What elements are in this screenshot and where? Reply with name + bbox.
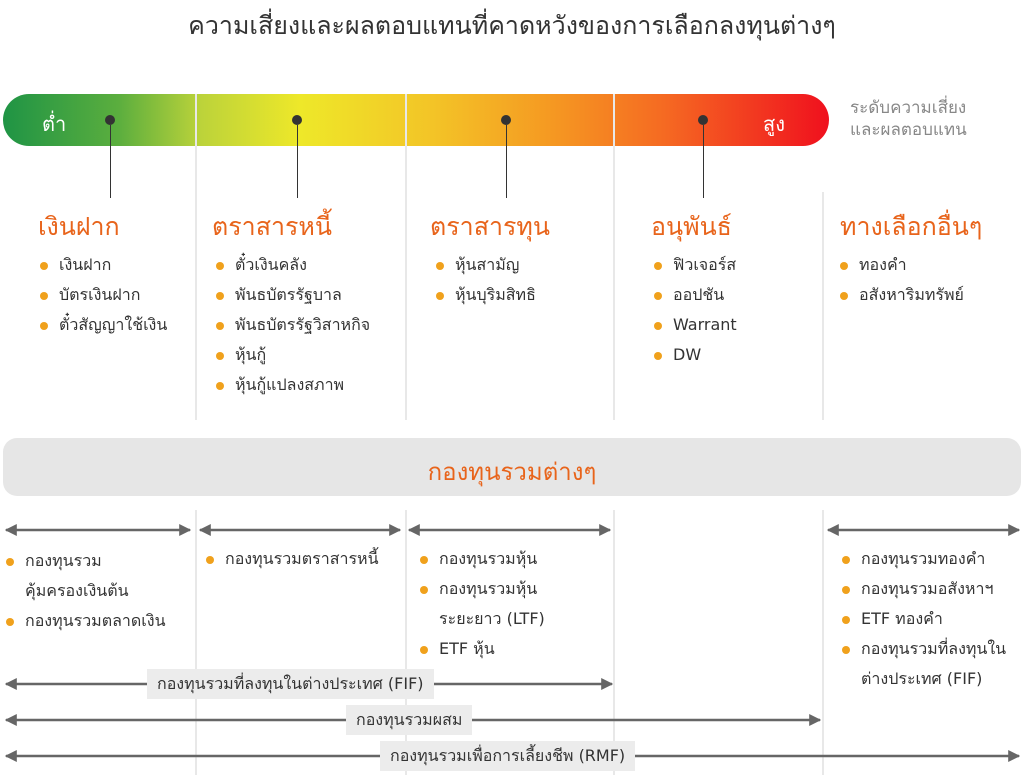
list-item: Warrant (654, 310, 737, 340)
list-item: อสังหาริมทรัพย์ (840, 280, 964, 310)
list-item: ตั๋วสัญญาใช้เงิน (40, 310, 167, 340)
column-separator (195, 510, 197, 775)
list-item: ออปชัน (654, 280, 737, 310)
risk-axis-label: ระดับความเสี่ยง และผลตอบแทน (850, 97, 1020, 141)
column-separator (405, 510, 407, 775)
list-item: ทองคำ (840, 250, 964, 280)
list-item: หุ้นกู้ (216, 340, 370, 370)
category-list-deposit: เงินฝาก บัตรเงินฝาก ตั๋วสัญญาใช้เงิน (40, 250, 167, 340)
list-item: ETF ทองคำ (842, 604, 1020, 634)
funds-section-band (3, 438, 1021, 496)
risk-marker-stem (702, 125, 704, 198)
list-item: กองทุนรวมตราสารหนี้ (206, 544, 401, 574)
risk-marker-stem (296, 125, 298, 198)
list-item: บัตรเงินฝาก (40, 280, 167, 310)
risk-axis-label-line1: ระดับความเสี่ยง (850, 98, 967, 118)
risk-marker-stem (505, 125, 507, 198)
list-item: ตั๋วเงินคลัง (216, 250, 370, 280)
category-list-alternatives: ทองคำ อสังหาริมทรัพย์ (840, 250, 964, 310)
fund-group-debt: กองทุนรวมตราสารหนี้ (206, 544, 401, 574)
risk-gradient-bar (3, 94, 829, 146)
list-item: กองทุนรวมหุ้น (420, 544, 600, 574)
list-item: กองทุนรวมอสังหาฯ (842, 574, 1020, 604)
risk-marker-debt (292, 115, 302, 125)
list-item: ETF หุ้น (420, 634, 600, 664)
category-title-derivatives: อนุพันธ์ (651, 212, 732, 241)
column-separator (195, 94, 197, 420)
column-separator (822, 510, 824, 775)
column-separator (613, 510, 615, 775)
list-item: พันธบัตรรัฐวิสาหกิจ (216, 310, 370, 340)
list-item: กองทุนรวมที่ลงทุนในต่างประเทศ (FIF) (842, 634, 1020, 694)
category-list-debt: ตั๋วเงินคลัง พันธบัตรรัฐบาล พันธบัตรรัฐว… (216, 250, 370, 400)
list-item: กองทุนรวมหุ้นระยะยาว (LTF) (420, 574, 564, 634)
risk-low-label: ต่ำ (42, 112, 67, 136)
risk-marker-deposit (105, 115, 115, 125)
column-separator (822, 192, 824, 420)
risk-axis-label-line2: และผลตอบแทน (850, 120, 967, 140)
list-item: เงินฝาก (40, 250, 167, 280)
category-title-deposit: เงินฝาก (38, 212, 120, 241)
risk-marker-equity (501, 115, 511, 125)
span-label-rmf: กองทุนรวมเพื่อการเลี้ยงชีพ (RMF) (380, 741, 636, 771)
column-separator (613, 94, 615, 420)
column-separator (405, 94, 407, 420)
risk-marker-derivatives (698, 115, 708, 125)
span-label-mixed: กองทุนรวมผสม (346, 705, 473, 735)
fund-group-deposit: กองทุนรวมคุ้มครองเงินต้น กองทุนรวมตลาดเง… (6, 546, 191, 636)
fund-group-equity: กองทุนรวมหุ้น กองทุนรวมหุ้นระยะยาว (LTF)… (420, 544, 600, 664)
category-list-derivatives: ฟิวเจอร์ส ออปชัน Warrant DW (654, 250, 737, 370)
fund-group-alternatives: กองทุนรวมทองคำ กองทุนรวมอสังหาฯ ETF ทองค… (842, 544, 1020, 694)
category-list-equity: หุ้นสามัญ หุ้นบุริมสิทธิ (436, 250, 536, 310)
list-item: กองทุนรวมคุ้มครองเงินต้น (6, 546, 155, 606)
risk-high-label: สูง (763, 112, 785, 136)
list-item: กองทุนรวมทองคำ (842, 544, 1020, 574)
funds-section-title: กองทุนรวมต่างๆ (427, 458, 597, 486)
category-title-debt: ตราสารหนี้ (212, 212, 332, 241)
span-label-fif: กองทุนรวมที่ลงทุนในต่างประเทศ (FIF) (147, 669, 434, 699)
list-item: กองทุนรวมตลาดเงิน (6, 606, 191, 636)
risk-marker-stem (109, 125, 111, 198)
list-item: หุ้นกู้แปลงสภาพ (216, 370, 370, 400)
category-title-equity: ตราสารทุน (430, 212, 550, 241)
list-item: DW (654, 340, 737, 370)
list-item: พันธบัตรรัฐบาล (216, 280, 370, 310)
list-item: ฟิวเจอร์ส (654, 250, 737, 280)
list-item: หุ้นบุริมสิทธิ (436, 280, 536, 310)
category-title-alternatives: ทางเลือกอื่นๆ (840, 212, 983, 241)
page-title: ความเสี่ยงและผลตอบแทนที่คาดหวังของการเลื… (188, 11, 836, 40)
list-item: หุ้นสามัญ (436, 250, 536, 280)
